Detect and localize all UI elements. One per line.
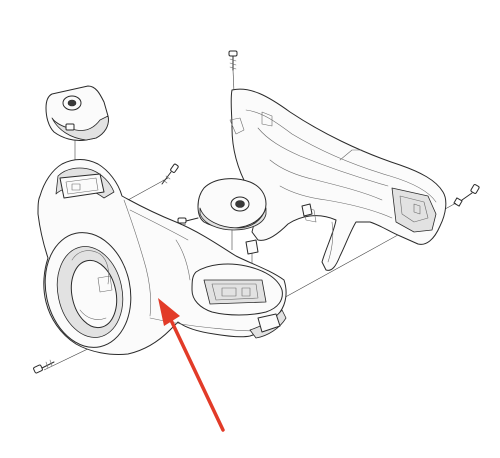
annotation-arrow [158, 298, 225, 432]
handlebar-front-cover [37, 159, 287, 355]
right-switch-cap [197, 178, 267, 231]
handlebar-rear-cover [229, 88, 447, 271]
mounting-screw-side [177, 217, 199, 224]
mounting-screw-mid [161, 163, 179, 185]
mounting-screw-right [453, 184, 480, 207]
left-switch-cap [45, 85, 109, 141]
mounting-screw-top [228, 50, 238, 71]
mounting-screw-bottom [33, 359, 55, 374]
